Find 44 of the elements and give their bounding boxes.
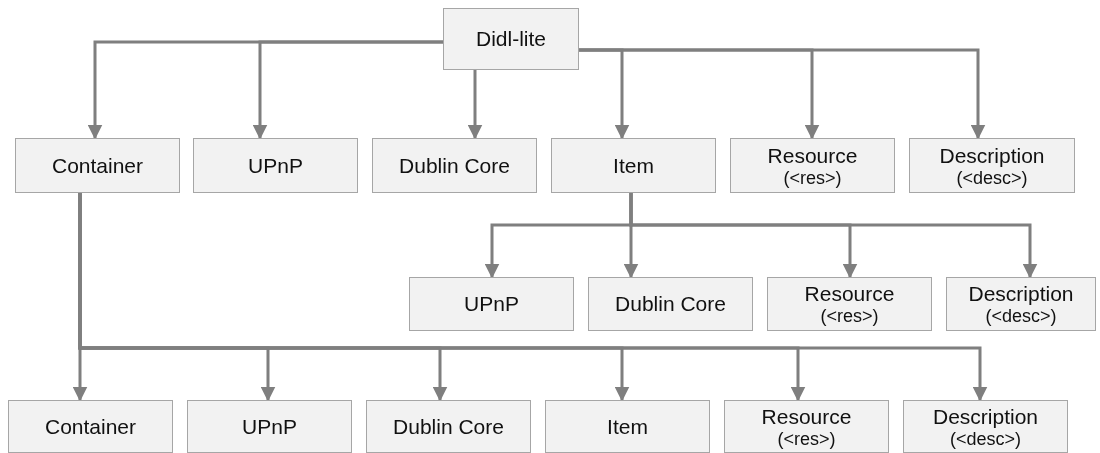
arrow (579, 48, 986, 140)
element-name: Dublin Core (393, 414, 504, 439)
element-name: UPnP (464, 292, 519, 316)
element-name: Description (932, 404, 1038, 429)
element-box (372, 138, 537, 193)
element-box (193, 138, 358, 193)
element-box (187, 400, 352, 453)
element-box (8, 400, 173, 453)
arrow (629, 193, 1038, 279)
arrow (252, 40, 443, 140)
element-name: Resource (804, 282, 895, 306)
element-box (15, 138, 180, 193)
element-name: Resource (767, 143, 858, 168)
element-name: Container (51, 153, 144, 178)
element-name: Container (44, 414, 137, 439)
element-name: Item (607, 414, 648, 439)
element-name: UPnP (248, 153, 303, 178)
element-box (724, 400, 889, 453)
tag-name: (<res>) (783, 167, 842, 188)
element-box (551, 138, 716, 193)
element-box (443, 8, 579, 70)
element-box (767, 277, 932, 331)
element-box (730, 138, 895, 193)
tag-name: (<desc>) (985, 306, 1057, 326)
element-box (545, 400, 710, 453)
tag-name: (<res>) (777, 428, 836, 449)
element-box (903, 400, 1068, 453)
element-box (588, 277, 753, 331)
tag-name: (<desc>) (956, 167, 1028, 188)
element-name: Description (939, 143, 1045, 168)
arrow (467, 70, 483, 140)
element-name: UPnP (242, 414, 297, 439)
element-box (366, 400, 531, 453)
element-name: Resource (761, 404, 852, 429)
element-name: Item (613, 153, 654, 178)
element-box (909, 138, 1075, 193)
element-name: Description (968, 282, 1074, 306)
element-name: Dublin Core (615, 292, 726, 316)
tag-name: (<res>) (820, 306, 879, 326)
element-box (409, 277, 574, 331)
element-box (946, 277, 1096, 331)
element-name: Dublin Core (399, 153, 510, 178)
tag-name: (<desc>) (949, 428, 1021, 449)
element-name: Didl-lite (476, 27, 546, 51)
